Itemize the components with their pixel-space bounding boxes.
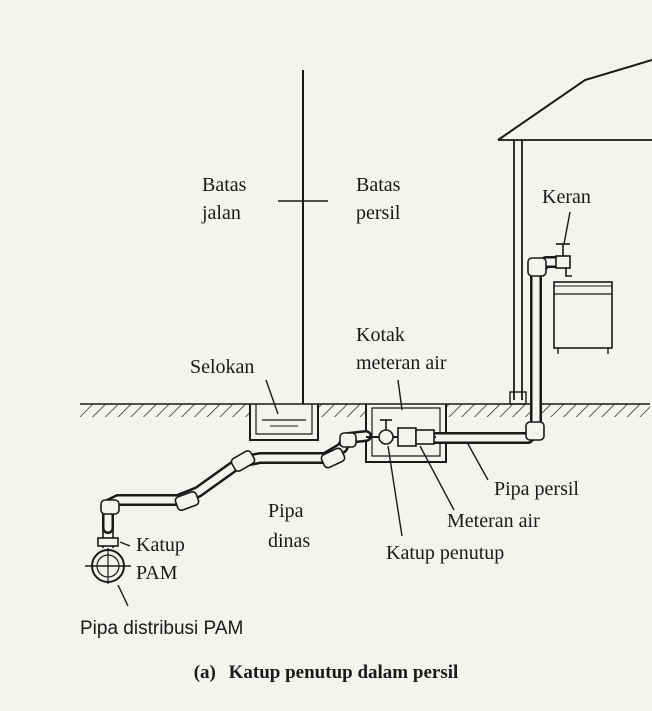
- label-katup-pam-line1: Katup: [136, 534, 185, 556]
- label-kotak-line1: Kotak: [356, 324, 405, 346]
- meter-and-valve: [366, 419, 436, 447]
- figure-caption: (a) Katup penutup dalam persil: [0, 662, 652, 684]
- caption-marker: (a): [193, 662, 216, 683]
- label-katup-pam-line2: PAM: [136, 562, 178, 584]
- label-batas-persil-line2: persil: [356, 202, 401, 224]
- label-batas-jalan-line2: jalan: [202, 202, 241, 224]
- water-tub: [553, 281, 613, 354]
- label-batas-persil-line1: Batas: [356, 174, 401, 196]
- label-kotak-line2: meteran air: [356, 352, 447, 374]
- label-selokan: Selokan: [190, 356, 255, 378]
- faucet-icon: [555, 243, 572, 277]
- label-katup-penutup: Katup penutup: [386, 542, 505, 564]
- label-pipa-dinas-line2: dinas: [268, 530, 311, 552]
- service-pipe: [102, 430, 372, 534]
- distribution-main: [85, 528, 131, 584]
- label-meteran-air: Meteran air: [447, 510, 540, 532]
- label-batas-jalan-line1: Batas: [202, 174, 247, 196]
- boundary-line: [278, 70, 328, 404]
- label-pipa-dinas-line1: Pipa: [268, 500, 304, 522]
- label-pipa-persil: Pipa persil: [494, 478, 579, 500]
- pipe-joints: [100, 257, 547, 515]
- label-keran: Keran: [542, 186, 591, 208]
- gutter-selokan: [249, 404, 319, 441]
- caption-text: Katup penutup dalam persil: [228, 662, 459, 683]
- leader-lines: [117, 211, 571, 607]
- label-pipa-distribusi: Pipa distribusi PAM: [80, 618, 244, 639]
- house: [497, 59, 652, 405]
- house-pipe: [430, 256, 568, 444]
- ground: [80, 403, 650, 417]
